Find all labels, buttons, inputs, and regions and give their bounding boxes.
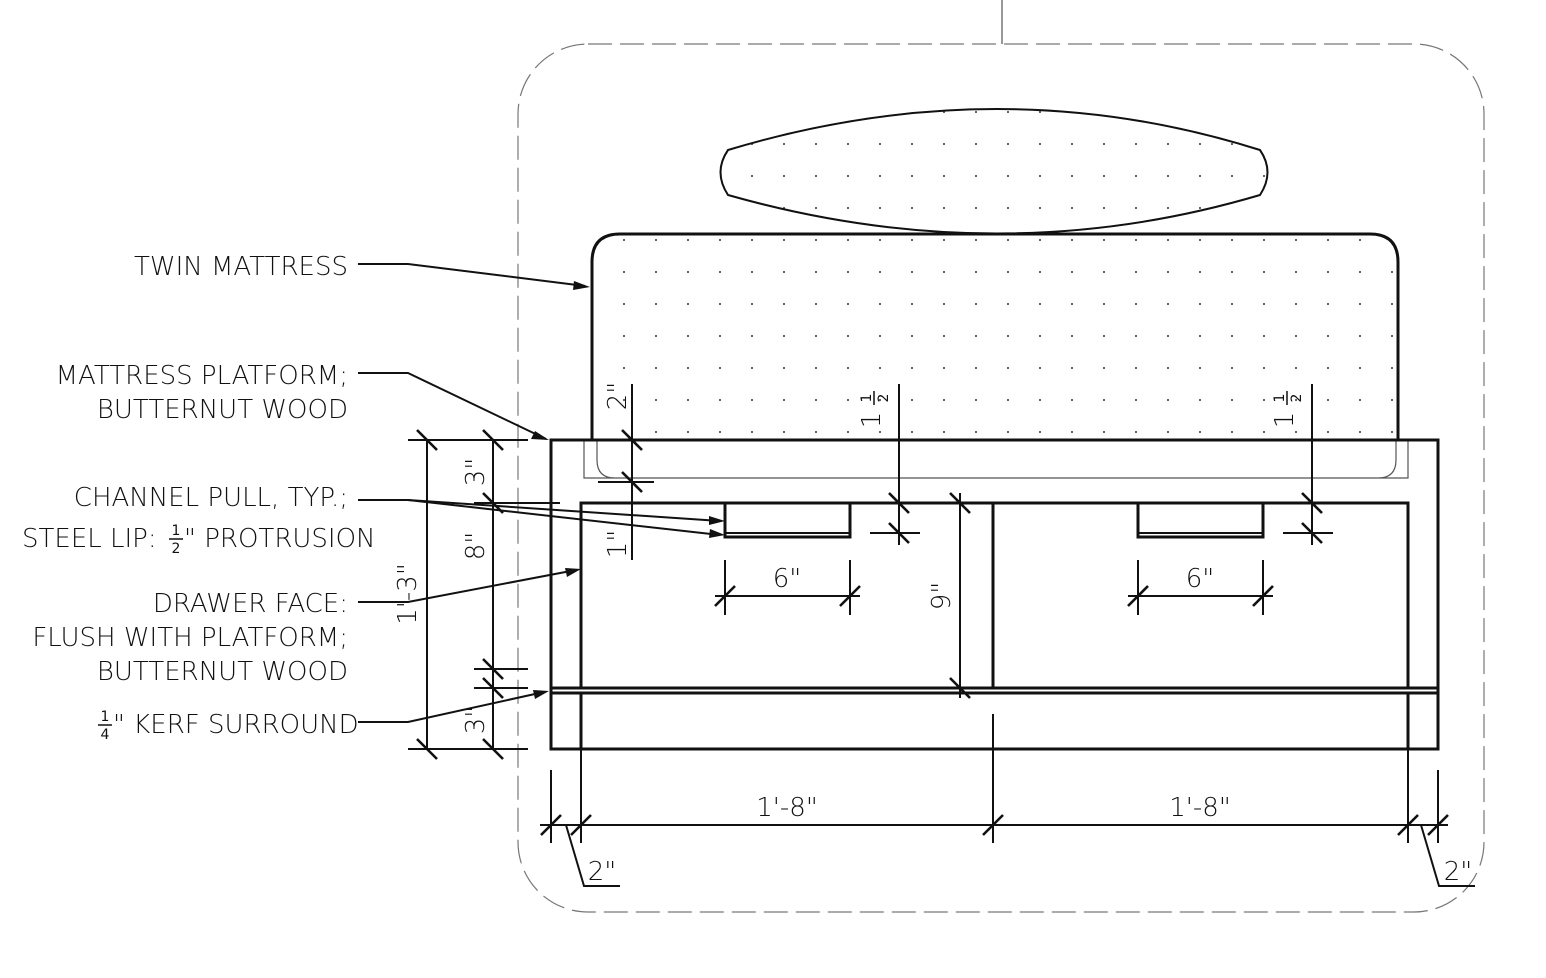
svg-text:" PROTRUSION: " PROTRUSION bbox=[184, 524, 376, 554]
dim-ticks-lip-left bbox=[888, 492, 910, 544]
arrow-pull-b bbox=[709, 529, 725, 538]
svg-text:1: 1 bbox=[857, 412, 887, 429]
twin-mattress bbox=[590, 232, 1400, 442]
dim-platform-inset: 2" bbox=[603, 382, 633, 411]
leader-pull-b bbox=[407, 499, 721, 536]
bottom-ext-lines bbox=[550, 714, 1439, 843]
dim-side-right: 2" bbox=[1444, 857, 1473, 887]
dim-lip-left: 1 1 2 bbox=[857, 391, 892, 428]
clearance-boundary bbox=[517, 43, 1485, 913]
mattress-platform bbox=[549, 438, 1440, 751]
leader-platform bbox=[358, 372, 547, 440]
note-pull-line1: CHANNEL PULL, TYP.; bbox=[74, 483, 348, 513]
note-drawer-line3: BUTTERNUT WOOD bbox=[97, 657, 348, 687]
svg-text:1: 1 bbox=[101, 709, 110, 725]
pillow bbox=[719, 108, 1269, 235]
dim-pull-width-right: 6" bbox=[1186, 564, 1215, 594]
dim-ticks-pull-left bbox=[714, 585, 861, 607]
dim-ticks-drawer-face bbox=[949, 492, 971, 699]
note-twin-mattress: TWIN MATTRESS bbox=[134, 252, 348, 282]
note-platform-line1: MATTRESS PLATFORM; bbox=[56, 361, 348, 391]
leader-kerf bbox=[358, 691, 545, 723]
arrow-drawer-face bbox=[565, 568, 581, 577]
dim-drawer-height: 8" bbox=[461, 532, 491, 561]
svg-text:2: 2 bbox=[1289, 394, 1305, 403]
leader-side-left bbox=[565, 824, 620, 887]
leader-side-right bbox=[1420, 824, 1475, 887]
dim-ticks-pull-right bbox=[1127, 585, 1274, 607]
svg-text:1: 1 bbox=[1272, 394, 1288, 403]
note-pull-line2: STEEL LIP: 1 2 " PROTRUSION bbox=[22, 523, 376, 557]
note-drawer-line1: DRAWER FACE: bbox=[153, 589, 348, 619]
dim-pull-offset: 1" bbox=[603, 530, 633, 559]
svg-text:1: 1 bbox=[172, 523, 181, 539]
dim-overall-height: 1'-3" bbox=[393, 563, 423, 625]
svg-text:4: 4 bbox=[101, 727, 110, 743]
channel-pull-left bbox=[723, 501, 852, 539]
dim-ticks-lip-right bbox=[1301, 492, 1323, 544]
mattress-hidden-edge bbox=[583, 440, 1409, 479]
dim-drawer-width-right: 1'-8" bbox=[1169, 793, 1231, 823]
arrow-platform bbox=[531, 431, 549, 440]
note-kerf: 1 4 " KERF SURROUND bbox=[98, 709, 359, 743]
channel-pull-right bbox=[1136, 501, 1265, 539]
svg-text:1: 1 bbox=[859, 394, 875, 403]
leader-drawer-face bbox=[358, 569, 577, 603]
dim-pull-width-left: 6" bbox=[773, 564, 802, 594]
dim-top-rail: 3" bbox=[461, 458, 491, 487]
svg-text:" KERF SURROUND: " KERF SURROUND bbox=[113, 710, 359, 740]
dim-drawer-face-height: 9" bbox=[927, 582, 957, 611]
note-platform-line2: BUTTERNUT WOOD bbox=[97, 395, 348, 425]
dim-drawer-width-left: 1'-8" bbox=[756, 793, 818, 823]
leader-twin-mattress bbox=[358, 263, 586, 287]
svg-text:2: 2 bbox=[172, 541, 181, 557]
arrow-pull-a bbox=[709, 516, 725, 525]
note-drawer-line2: FLUSH WITH PLATFORM; bbox=[32, 623, 348, 653]
dim-side-left: 2" bbox=[588, 857, 617, 887]
dim-ticks-inset bbox=[621, 429, 643, 493]
svg-text:STEEL LIP:: STEEL LIP: bbox=[22, 524, 157, 554]
dim-lip-right: 1 1 2 bbox=[1270, 391, 1305, 428]
dim-ticks-bottom bbox=[540, 814, 1449, 836]
arrow-kerf bbox=[533, 690, 549, 699]
dim-base-rail: 3" bbox=[461, 706, 491, 735]
svg-text:1: 1 bbox=[1270, 412, 1300, 429]
svg-text:2: 2 bbox=[876, 394, 892, 403]
arrow-twin-mattress bbox=[573, 281, 590, 290]
